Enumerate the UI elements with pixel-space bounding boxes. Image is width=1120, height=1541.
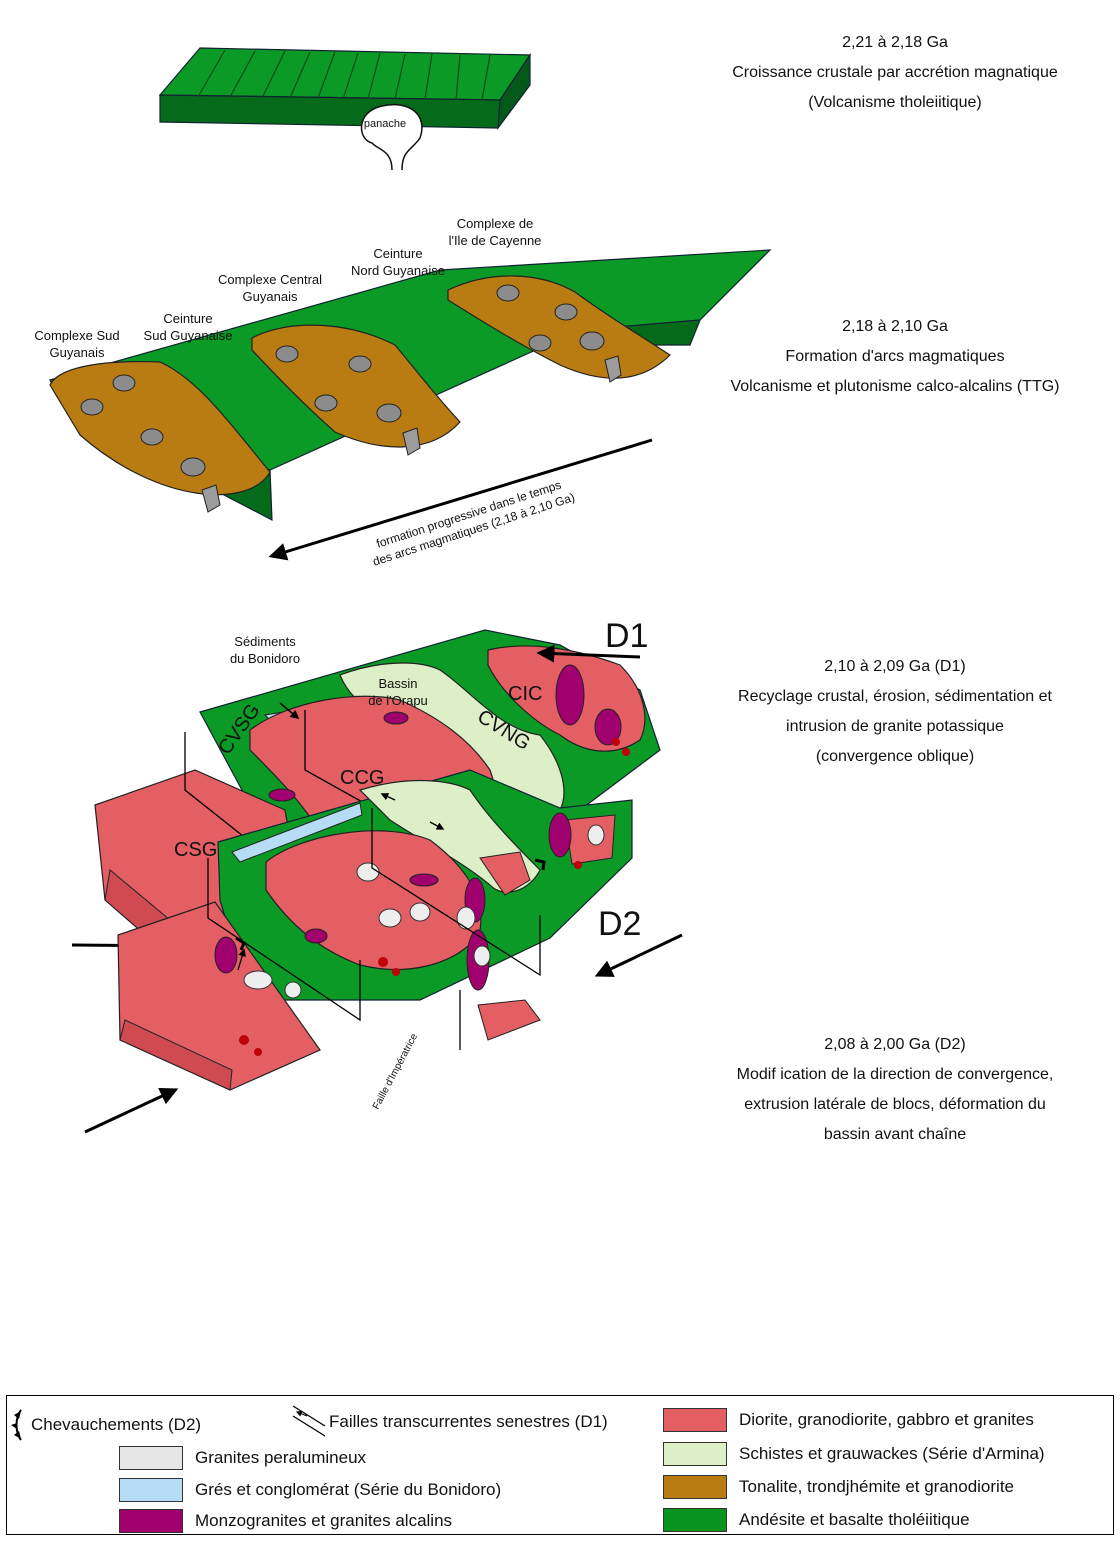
legend-swatch [119, 1478, 183, 1502]
legend-right-item: Andésite et basalte tholéiitique [663, 1508, 970, 1532]
stage-4-text: 2,08 à 2,00 Ga (D2) Modif ication de la … [660, 1030, 1120, 1150]
legend-swatch [663, 1475, 727, 1499]
legend-label: Andésite et basalte tholéiitique [739, 1510, 970, 1530]
d1-phase-label: D1 [605, 617, 648, 655]
faille-imperatrice-label: Faille d'Impératrice [371, 1032, 420, 1112]
legend-swatch [663, 1442, 727, 1466]
stage-3-text: 2,10 à 2,09 Ga (D1) Recyclage crustal, é… [660, 652, 1120, 772]
label-central-2: Guyanais [243, 289, 298, 304]
stage-1-line-2: (Volcanisme tholeiitique) [660, 88, 1120, 118]
legend-thrust: Chevauchements (D2) [9, 1408, 201, 1442]
label-central-1: Complexe Central [218, 272, 322, 287]
legend-label: Granites peralumineux [195, 1448, 366, 1468]
strike-slip-symbol-icon [289, 1402, 329, 1442]
label-ceinture-nord-2: Nord Guyanaise [351, 263, 445, 278]
plume-label: panache [364, 118, 406, 130]
legend-label: Tonalite, trondjhémite et granodiorite [739, 1477, 1014, 1497]
stage-2-text: 2,18 à 2,10 Ga Formation d'arcs magmatiq… [660, 312, 1120, 402]
label-complexe-sud-2: Guyanais [50, 345, 105, 360]
legend-right-item: Diorite, granodiorite, gabbro et granite… [663, 1408, 1034, 1432]
legend-thrust-label: Chevauchements (D2) [31, 1415, 201, 1435]
stage-3-age: 2,10 à 2,09 Ga (D1) [660, 652, 1120, 682]
bassin-label-1: Bassin [378, 676, 417, 691]
sediments-label-1: Sédiments [234, 634, 296, 649]
stage-4-age: 2,08 à 2,00 Ga (D2) [660, 1030, 1120, 1060]
stage-1-age: 2,21 à 2,18 Ga [660, 28, 1120, 58]
legend-swatch [663, 1408, 727, 1432]
stage-4-line-2: extrusion latérale de blocs, déformation… [660, 1090, 1120, 1120]
legend-label: Monzogranites et granites alcalins [195, 1511, 452, 1531]
stage-1-line-1: Croissance crustale par accrétion magnat… [660, 58, 1120, 88]
legend-left-item: Granites peralumineux [119, 1446, 366, 1470]
label-ceinture-sud-2: Sud Guyanaise [144, 328, 233, 343]
stage-4-line-3: bassin avant chaîne [660, 1120, 1120, 1150]
stage-3-line-3: (convergence oblique) [660, 742, 1120, 772]
stage-2-line-2: Volcanisme et plutonisme calco-alcalins … [660, 372, 1120, 402]
label-complexe-sud-1: Complexe Sud [34, 328, 119, 343]
legend-swatch [119, 1446, 183, 1470]
legend-label: Diorite, granodiorite, gabbro et granite… [739, 1410, 1034, 1430]
legend-left-item: Grés et conglomérat (Série du Bonidoro) [119, 1478, 501, 1502]
sediments-label-2: du Bonidoro [230, 651, 300, 666]
legend-label: Grés et conglomérat (Série du Bonidoro) [195, 1480, 501, 1500]
label-cayenne-1: Complexe de [457, 216, 534, 231]
legend-label: Schistes et grauwackes (Série d'Armina) [739, 1444, 1045, 1464]
legend-right-item: Schistes et grauwackes (Série d'Armina) [663, 1442, 1045, 1466]
legend-swatch [663, 1508, 727, 1532]
label-ceinture-nord-1: Ceinture [373, 246, 422, 261]
label-ceinture-sud-1: Ceinture [163, 311, 212, 326]
stage-4-line-1: Modif ication de la direction de converg… [660, 1060, 1120, 1090]
stage-3-line-1: Recyclage crustal, érosion, sédimentatio… [660, 682, 1120, 712]
legend-swatch [119, 1509, 183, 1533]
label-cayenne-2: l'Ile de Cayenne [449, 233, 542, 248]
thrust-symbol-icon [9, 1408, 27, 1442]
legend-faults: Failles transcurrentes senestres (D1) [289, 1402, 608, 1442]
stage-3-line-2: intrusion de granite potassique [660, 712, 1120, 742]
stage-2-age: 2,18 à 2,10 Ga [660, 312, 1120, 342]
block-oceanic-crust [160, 48, 530, 128]
legend-left-item: Monzogranites et granites alcalins [119, 1509, 452, 1533]
stage-1-text: 2,21 à 2,18 Ga Croissance crustale par a… [660, 28, 1120, 118]
stage-2-line-1: Formation d'arcs magmatiques [660, 342, 1120, 372]
plume-shape: panache [362, 105, 422, 170]
d2-arrow-sw [85, 1090, 175, 1132]
legend-right-item: Tonalite, trondjhémite et granodiorite [663, 1475, 1014, 1499]
bassin-label-2: de l'Orapu [368, 693, 428, 708]
legend-faults-label: Failles transcurrentes senestres (D1) [329, 1412, 608, 1432]
legend-box: Chevauchements (D2) Failles transcurrent… [6, 1395, 1114, 1535]
abbrev-cic: CIC [508, 683, 542, 705]
abbrev-csg: CSG [174, 839, 217, 861]
d2-phase-label: D2 [598, 905, 641, 943]
